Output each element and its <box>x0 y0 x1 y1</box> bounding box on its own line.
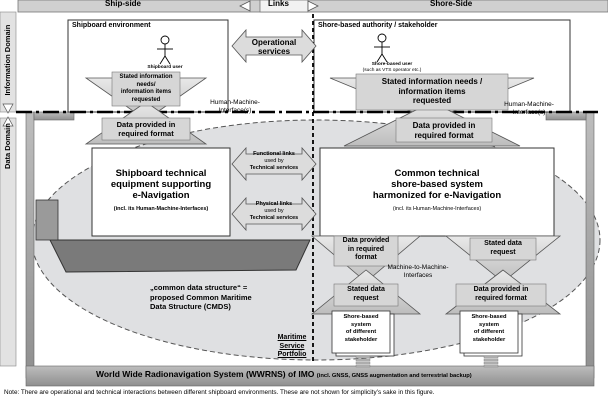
physical-links-arrow <box>231 196 317 232</box>
shore-system-subtitle: (incl. its Human-Machine-Interfaces) <box>392 206 482 212</box>
information-domain-label: Information Domain <box>2 24 12 96</box>
shipboard-environment-label: Shipboard environment <box>72 22 151 29</box>
header-arrow-right <box>307 0 319 12</box>
wwrns-label: World Wide Radionavigation System (WWRNS… <box>96 369 472 379</box>
m2m-sdr-left-box <box>333 283 399 307</box>
wwrns-bar <box>25 365 595 387</box>
domain-arrow-down <box>2 103 14 114</box>
shore-stated-needs-box <box>355 73 509 111</box>
shore-user-label: Shore-based user(such as VTS operator et… <box>362 62 422 73</box>
footnote: Note: There are operational and technica… <box>4 389 435 396</box>
ship-side-label: Ship-side <box>105 0 142 8</box>
shore-system-box <box>319 147 555 237</box>
m2m-dp-right-box <box>455 283 547 307</box>
shore-stated-needs-text: Stated information needs /information it… <box>381 77 483 105</box>
domain-arrow-up <box>2 116 14 127</box>
shore-authority-label: Shore-based authority / stakeholder <box>318 22 438 29</box>
frame-right <box>585 111 595 379</box>
stakeholder-box-left <box>331 310 391 354</box>
shipboard-equipment-box <box>91 147 231 237</box>
shore-data-provided-box <box>395 117 493 143</box>
shore-hmi-label: Human-Machine-Interface(s) <box>504 101 554 116</box>
frame-left <box>25 111 35 379</box>
ship-data-provided-box <box>101 117 191 141</box>
shore-user-figure <box>374 33 390 63</box>
links-label: Links <box>268 0 289 8</box>
shipboard-user-figure <box>157 35 173 65</box>
cmds-label: „common data structure“ =proposed Common… <box>150 283 252 311</box>
shipboard-equipment-subtitle: (incl. its Human-Machine-Interfaces) <box>113 206 209 212</box>
data-domain-label: Data Domain <box>2 123 12 170</box>
ship-hmi-label: Human-Machine-Interface(s) <box>210 99 260 114</box>
stakeholder-box-right <box>459 310 519 354</box>
shipboard-user-label: Shipboard user <box>147 65 183 70</box>
m2m-dp-left-box <box>333 235 399 267</box>
m2m-label: Machine-to-Machine-Interfaces <box>387 264 449 279</box>
ship-hull <box>49 239 311 273</box>
ship-stern <box>35 199 59 241</box>
m2m-sdr-right-box <box>469 237 537 261</box>
header-arrow-left <box>239 0 251 12</box>
operational-services-arrow <box>231 28 317 64</box>
ship-stated-needs-box <box>111 71 181 107</box>
antenna-stack-left <box>355 355 371 368</box>
functional-links-arrow <box>231 146 317 182</box>
antenna-stack-right <box>483 355 499 368</box>
shore-side-label: Shore-Side <box>430 0 473 8</box>
